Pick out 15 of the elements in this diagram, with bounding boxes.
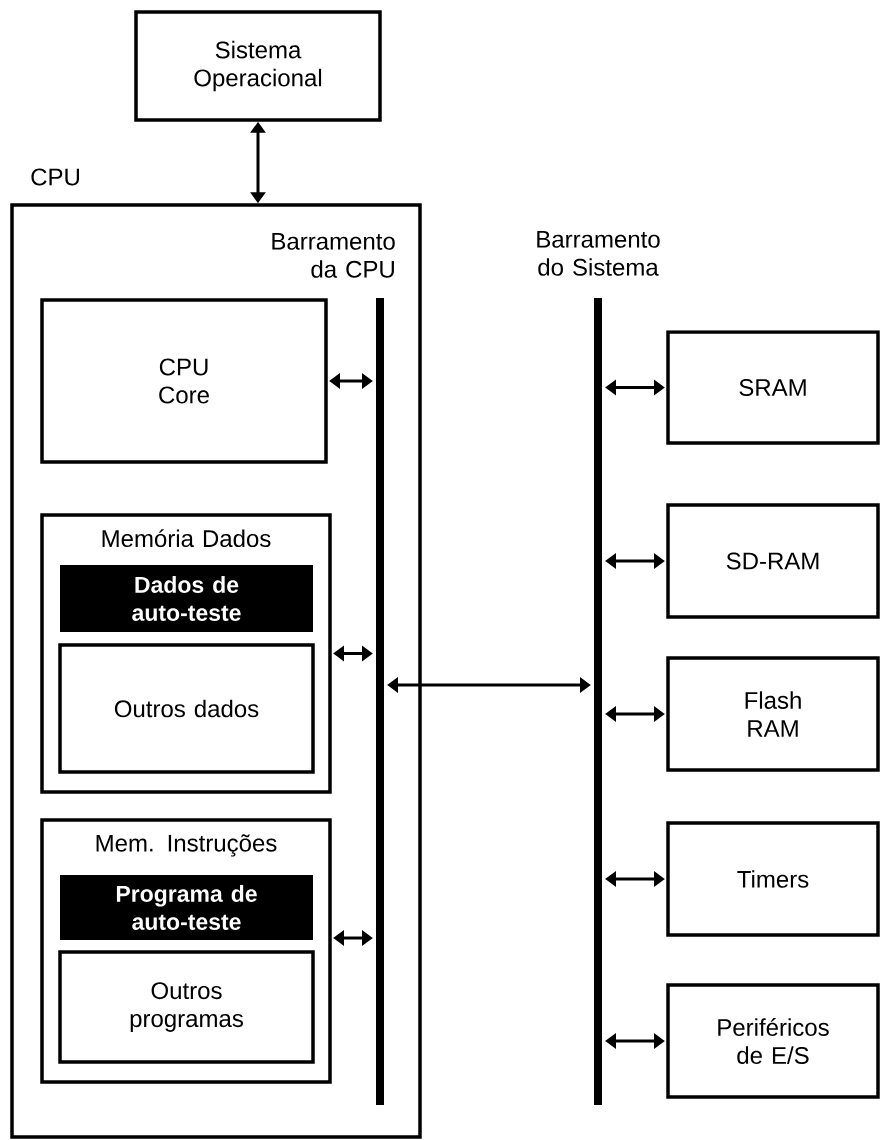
- highlight-box: Dados de auto-teste: [60, 565, 313, 632]
- block-box: SRAM: [666, 330, 880, 445]
- block-box: CPU Core: [40, 298, 328, 464]
- node-label: Barramento do Sistema: [537, 231, 660, 276]
- block-box: Periféricos de E/S: [666, 983, 880, 1099]
- node-label: CPU: [31, 168, 80, 186]
- block-box: Outros programas: [58, 950, 315, 1064]
- block-box: Sistema Operacional: [134, 10, 382, 122]
- block-box: Outros dados: [58, 643, 315, 774]
- bus-bar: Barramento do Sistema: [537, 231, 660, 1105]
- block-box: Flash RAM: [666, 656, 880, 772]
- block-box: Timers: [666, 821, 880, 937]
- node-label: Barramento da CPU: [272, 233, 395, 278]
- highlight-box: Programa de auto-teste: [60, 875, 313, 940]
- block-box: SD-RAM: [666, 503, 880, 619]
